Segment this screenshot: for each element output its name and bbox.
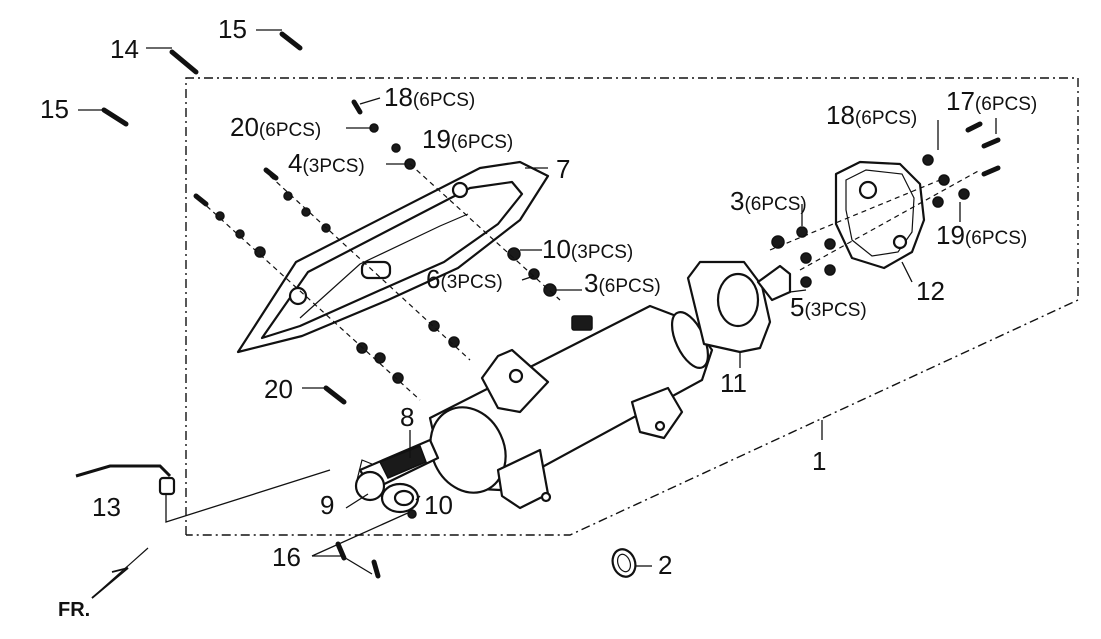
bolts bbox=[101, 31, 1001, 579]
callout-2: 2 bbox=[658, 550, 672, 580]
callout-19-right: 19(6PCS) bbox=[936, 220, 1027, 250]
exhaust-pipe bbox=[354, 438, 440, 519]
end-cap bbox=[686, 260, 792, 354]
heat-shield bbox=[236, 160, 550, 354]
callout-15-left: 15 bbox=[40, 94, 69, 124]
callout-6: 6(3PCS) bbox=[426, 264, 503, 294]
gasket bbox=[611, 548, 637, 578]
callout-3-left: 3(6PCS) bbox=[584, 268, 661, 298]
callout-10-right: 10(3PCS) bbox=[542, 234, 633, 264]
callout-12: 12 bbox=[916, 276, 945, 306]
callout-20-bottom: 20 bbox=[264, 374, 293, 404]
muffler-body bbox=[428, 304, 714, 510]
front-marker-label: FR. bbox=[58, 599, 90, 621]
callout-15-top: 15 bbox=[218, 14, 247, 44]
callout-16: 16 bbox=[272, 542, 301, 572]
callout-4: 4(3PCS) bbox=[288, 148, 365, 178]
callout-8: 8 bbox=[400, 402, 414, 432]
callout-13: 13 bbox=[92, 492, 121, 522]
alignment-lines bbox=[199, 163, 981, 401]
callout-3-right: 3(6PCS) bbox=[730, 186, 807, 216]
callout-9: 9 bbox=[320, 490, 334, 520]
callout-18-left: 18(6PCS) bbox=[384, 82, 475, 112]
callout-19-left: 19(6PCS) bbox=[422, 124, 513, 154]
callout-7: 7 bbox=[556, 154, 570, 184]
callout-18-right: 18(6PCS) bbox=[826, 100, 917, 130]
sensor-wire bbox=[75, 464, 331, 523]
callout-11: 11 bbox=[720, 368, 747, 398]
callout-17: 17(6PCS) bbox=[946, 86, 1037, 116]
callout-10-bottom: 10 bbox=[424, 490, 453, 520]
leader-lines bbox=[78, 29, 997, 575]
callout-20-top: 20(6PCS) bbox=[230, 112, 321, 142]
callout-14: 14 bbox=[110, 34, 139, 64]
front-direction-arrow: FR. bbox=[58, 547, 149, 621]
assembly-boundary bbox=[185, 77, 1079, 536]
end-cover bbox=[834, 160, 926, 270]
callout-5: 5(3PCS) bbox=[790, 292, 867, 322]
callout-1: 1 bbox=[812, 446, 826, 476]
